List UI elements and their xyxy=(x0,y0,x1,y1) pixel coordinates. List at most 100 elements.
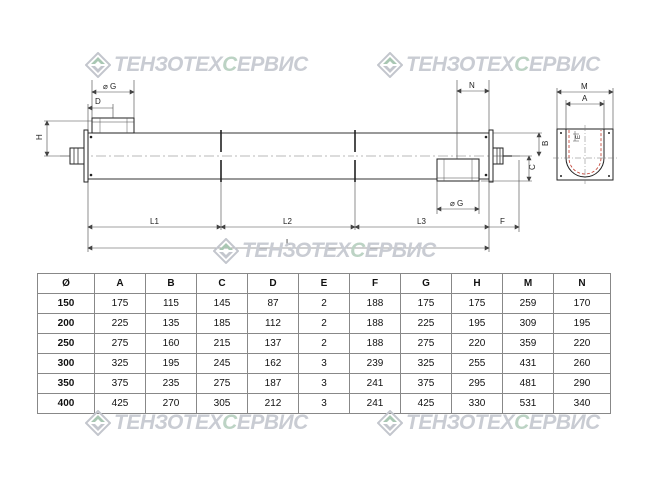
table-cell: 185 xyxy=(196,313,248,334)
inlet-spout xyxy=(91,117,135,134)
table-header-cell: A xyxy=(94,273,146,294)
table-cell: 115 xyxy=(145,293,197,314)
table-header-cell: C xyxy=(196,273,248,294)
table-cell: 188 xyxy=(349,313,401,334)
table-cell: 239 xyxy=(349,353,401,374)
table-cell: 162 xyxy=(247,353,299,374)
table-header-cell: E xyxy=(298,273,350,294)
label-l1: L1 xyxy=(150,217,159,226)
table-cell: 375 xyxy=(94,373,146,394)
table-cell: 2 xyxy=(298,313,350,334)
recycle-diamond-logo-icon xyxy=(377,410,403,436)
table-cell: 481 xyxy=(502,373,554,394)
watermark-brand-highlight: С xyxy=(222,53,237,76)
diameter-cell: 150 xyxy=(37,293,95,314)
label-l3: L3 xyxy=(417,217,426,226)
recycle-diamond-logo-icon xyxy=(213,238,239,264)
table-cell: 325 xyxy=(94,353,146,374)
table-header-cell: D xyxy=(247,273,299,294)
table-cell: 241 xyxy=(349,393,401,414)
table-cell: 220 xyxy=(553,333,611,354)
recycle-diamond-logo-icon xyxy=(85,410,111,436)
table-cell: 215 xyxy=(196,333,248,354)
table-cell: 295 xyxy=(451,373,503,394)
watermark-brand-highlight: С xyxy=(514,411,529,434)
diameter-cell: 350 xyxy=(37,373,95,394)
table-cell: 235 xyxy=(145,373,197,394)
table-cell: 359 xyxy=(502,333,554,354)
table-cell: 531 xyxy=(502,393,554,414)
watermark-brand-highlight: С xyxy=(514,53,529,76)
label-e: E xyxy=(576,135,582,139)
label-f: F xyxy=(500,217,505,226)
recycle-diamond-logo-icon xyxy=(85,52,111,78)
watermark-brand-main: ТЕНЗОТЕХ xyxy=(242,239,351,262)
table-header-cell: H xyxy=(451,273,503,294)
watermark-brand-tail: ЕРВИС xyxy=(236,411,308,434)
diameter-cell: 300 xyxy=(37,353,95,374)
end-view xyxy=(553,125,617,184)
label-dia-g-top: ⌀ G xyxy=(103,82,116,91)
label-a: A xyxy=(582,94,588,103)
table-header-cell: N xyxy=(553,273,611,294)
table-cell: 309 xyxy=(502,313,554,334)
table-cell: 195 xyxy=(145,353,197,374)
outlet-spout xyxy=(436,158,480,182)
table-cell: 225 xyxy=(400,313,452,334)
table-cell: 212 xyxy=(247,393,299,414)
dimension-c-b xyxy=(481,132,542,182)
label-dia-g-bottom: ⌀ G xyxy=(450,199,463,208)
table-cell: 241 xyxy=(349,373,401,394)
table-header-cell: F xyxy=(349,273,401,294)
watermark-brand-highlight: С xyxy=(350,239,365,262)
table-cell: 195 xyxy=(553,313,611,334)
dimension-m-a xyxy=(556,88,614,129)
table-cell: 137 xyxy=(247,333,299,354)
table-cell: 275 xyxy=(196,373,248,394)
dimension-d xyxy=(87,104,114,130)
watermark-brand-main: ТЕНЗОТЕХ xyxy=(406,411,515,434)
dimension-g-top xyxy=(91,80,135,118)
table-cell: 425 xyxy=(94,393,146,414)
table-cell: 225 xyxy=(94,313,146,334)
table-cell: 170 xyxy=(553,293,611,314)
watermark-brand-main: ТЕНЗОТЕХ xyxy=(406,53,515,76)
left-bearing xyxy=(69,147,85,165)
table-cell: 270 xyxy=(145,393,197,414)
label-m: M xyxy=(581,82,588,91)
table-cell: 112 xyxy=(247,313,299,334)
dimension-n xyxy=(456,80,490,159)
table-cell: 375 xyxy=(400,373,452,394)
table-header-cell: Ø xyxy=(37,273,95,294)
watermark-brand-tail: ЕРВИС xyxy=(364,239,436,262)
table-cell: 160 xyxy=(145,333,197,354)
label-l: L xyxy=(286,238,291,247)
table-header-cell: M xyxy=(502,273,554,294)
watermark-brand-tail: ЕРВИС xyxy=(236,53,308,76)
table-cell: 431 xyxy=(502,353,554,374)
table-cell: 3 xyxy=(298,373,350,394)
table-cell: 275 xyxy=(94,333,146,354)
label-d: D xyxy=(95,97,101,106)
watermark-brand-tail: ЕРВИС xyxy=(528,53,600,76)
table-cell: 195 xyxy=(451,313,503,334)
table-cell: 188 xyxy=(349,293,401,314)
dimension-chain-l xyxy=(87,160,520,252)
table-cell: 188 xyxy=(349,333,401,354)
dimension-h xyxy=(44,120,92,157)
watermark-brand-main: ТЕНЗОТЕХ xyxy=(114,411,223,434)
table-cell: 145 xyxy=(196,293,248,314)
watermark-brand-highlight: С xyxy=(222,411,237,434)
